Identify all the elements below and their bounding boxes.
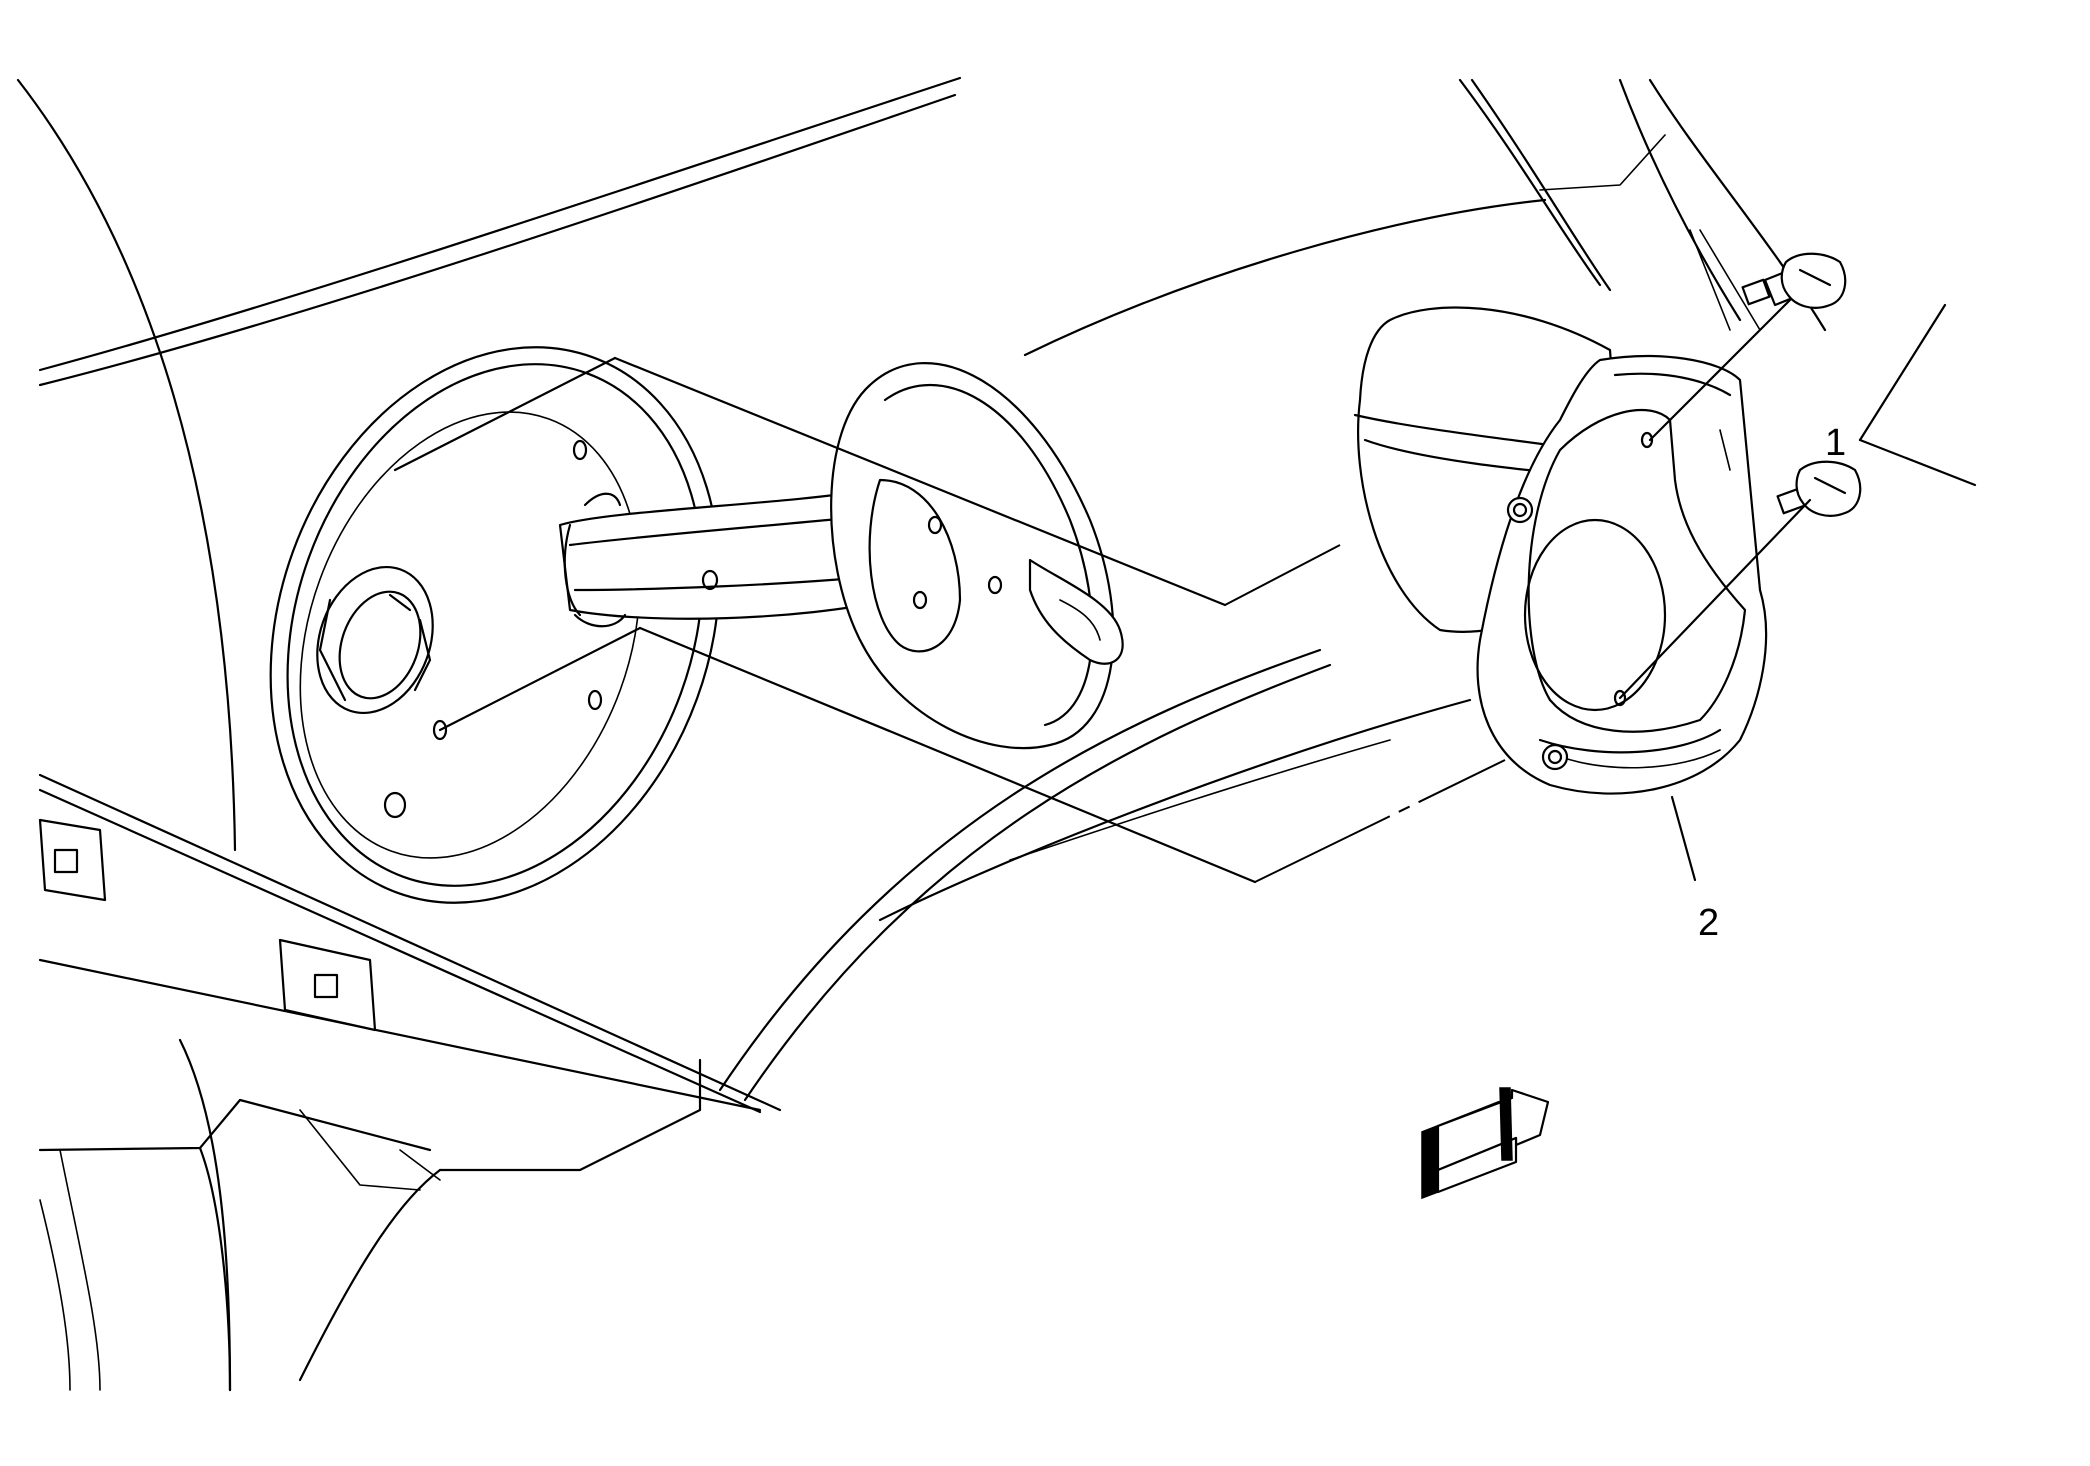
forward-direction-arrow-icon	[1421, 1087, 1550, 1200]
fuel-filler-opening	[269, 346, 721, 904]
bolt-lower	[1776, 460, 1862, 517]
quarter-panel-body	[16, 76, 1827, 1392]
housing-bolt-boss-upper	[1506, 496, 1534, 524]
bolt-upper	[1741, 252, 1847, 309]
alignment-lines	[393, 298, 1812, 884]
callout-1: 1	[1825, 303, 1977, 487]
callout-1-label: 1	[1825, 422, 1846, 464]
fuel-door	[830, 362, 1124, 750]
molding-clip-left	[38, 818, 107, 902]
callout-2-label: 2	[1698, 902, 1719, 944]
fuel-filler-neck	[316, 565, 434, 715]
molding-clip-center	[278, 938, 377, 1032]
housing-bolt-boss-lower	[1541, 743, 1569, 771]
fuel-filler-housing	[1353, 306, 1768, 795]
callout-2: 2	[1670, 795, 1719, 944]
